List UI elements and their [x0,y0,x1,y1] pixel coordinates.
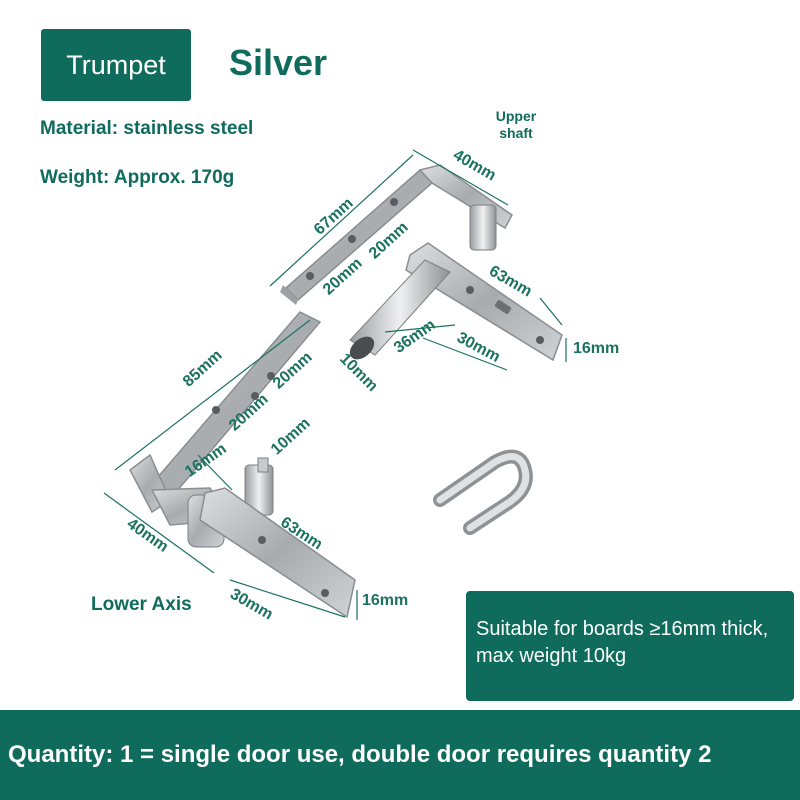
style-badge: Trumpet [41,29,191,101]
dim-lower-plate-width: 16mm [362,592,409,609]
weight-spec: Weight: Approx. 170g [40,167,235,188]
suitability-note-text: Suitable for boards ≥16mm thick, max wei… [476,618,769,667]
quantity-footer: Quantity: 1 = single door use, double do… [0,710,800,800]
suitability-note: Suitable for boards ≥16mm thick, max wei… [466,591,794,701]
style-badge-label: Trumpet [66,49,166,80]
upper-bracket [280,164,563,362]
upper-shaft-label: Upper shaft [495,108,537,141]
quantity-footer-text: Quantity: 1 = single door use, double do… [8,741,712,768]
lower-bracket [129,311,356,619]
lower-axis-label: Lower Axis [91,594,192,615]
u-clip [433,449,533,535]
dimension-lines [103,149,567,620]
material-spec: Material: stainless steel [40,118,254,139]
color-variant-label: Silver [229,42,328,83]
dim-upper-plate-width: 16mm [573,340,620,357]
